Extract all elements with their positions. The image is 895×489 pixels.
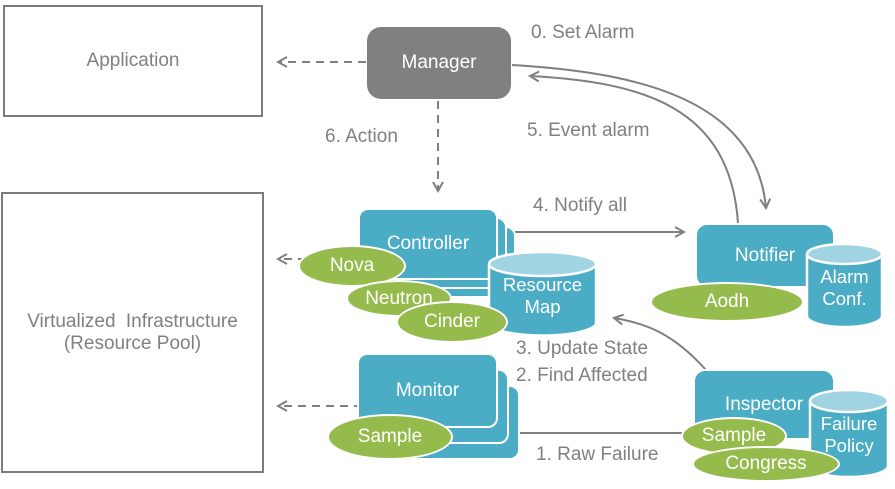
controller-node: Controller [358,208,498,280]
flow-label-action: 6. Action [325,126,398,147]
controller-label: Controller [386,233,470,254]
notifier-label: Notifier [734,244,796,266]
arrow-event-alarm [530,76,739,224]
resource-map-cylinder [487,250,598,337]
virtualized-infrastructure-box: Virtualized Infrastructure (Resource Poo… [1,192,264,473]
inspector-label: Inspector [724,393,804,415]
flow-label-update-state: 3. Update State [516,338,649,359]
flow-label-raw-failure: 1. Raw Failure [536,444,659,465]
neutron-ellipse: Neutron [346,280,452,317]
cinder-ellipse: Cinder [396,301,508,343]
arrow-update-state [614,318,707,371]
application-box: Application [3,5,263,117]
manager-node: Manager [367,27,511,99]
virtualized-infrastructure-label-line1: Virtualized Infrastructure [27,310,238,332]
monitor-sample-ellipse: Sample [327,414,453,460]
monitor-label: Monitor [395,379,460,401]
flow-label-event-alarm: 5. Event alarm [527,120,650,141]
application-label: Application [86,50,180,71]
congress-ellipse: Congress [692,446,840,482]
manager-label: Manager [401,52,477,73]
flow-label-find-affected: 2. Find Affected [516,365,648,386]
virtualized-infrastructure-label-line2: (Resource Pool) [63,332,202,354]
arrow-set-alarm [511,64,766,208]
aodh-ellipse: Aodh [650,282,804,322]
flow-label-notify-all: 4. Notify all [533,195,627,216]
flow-label-set-alarm: 0. Set Alarm [531,22,635,43]
alarm-conf-cylinder [805,242,884,329]
